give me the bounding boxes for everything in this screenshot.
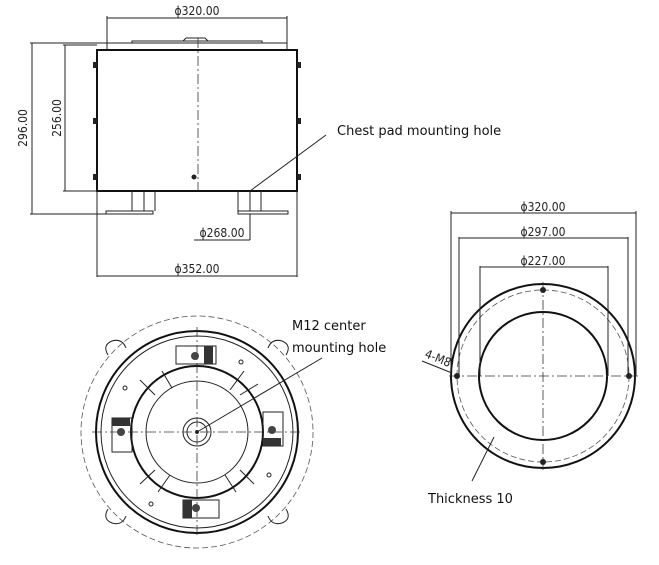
clamp-blocks — [111, 345, 284, 519]
dim-flange-inner: ϕ227.00 — [521, 254, 566, 268]
side-lugs — [93, 62, 301, 180]
dim-base-diameter: ϕ352.00 — [175, 262, 220, 276]
hole-spec: 4-M8 — [423, 347, 453, 370]
dim-flange-outer: ϕ320.00 — [521, 200, 566, 214]
flange-view: ϕ320.00 ϕ297.00 ϕ227.00 4-M8 Thickness 1… — [421, 200, 638, 507]
small-holes — [122, 359, 272, 507]
dim-feet-diameter: ϕ268.00 — [200, 226, 245, 240]
thickness-leader — [471, 436, 495, 482]
m12-callout-line1: M12 center — [292, 319, 366, 334]
dim-height-body: 256.00 — [50, 99, 64, 137]
outer-dashed-circle — [80, 315, 314, 549]
chest-pad-callout: Chest pad mounting hole — [337, 124, 501, 139]
m12-leader — [196, 357, 323, 433]
top-cap — [106, 37, 288, 50]
chest-pad-hole — [191, 174, 197, 180]
bottom-view: M12 center mounting hole — [80, 315, 386, 549]
thickness-callout: Thickness 10 — [427, 492, 513, 507]
mounting-ears — [105, 339, 289, 525]
m12-callout-line2: mounting hole — [292, 341, 386, 356]
dim-height-total: 296.00 — [16, 109, 30, 147]
dim-top-diameter: ϕ320.00 — [175, 4, 220, 18]
side-view: ϕ320.00 296.00 256.00 ϕ268.00 ϕ352.00 Ch… — [16, 4, 501, 277]
callout-leader — [249, 134, 327, 192]
bolt-holes — [454, 287, 632, 465]
right-foot — [237, 191, 289, 215]
dim-bolt-circle: ϕ297.00 — [521, 225, 566, 239]
body-outline — [96, 49, 298, 192]
left-foot — [105, 191, 156, 215]
